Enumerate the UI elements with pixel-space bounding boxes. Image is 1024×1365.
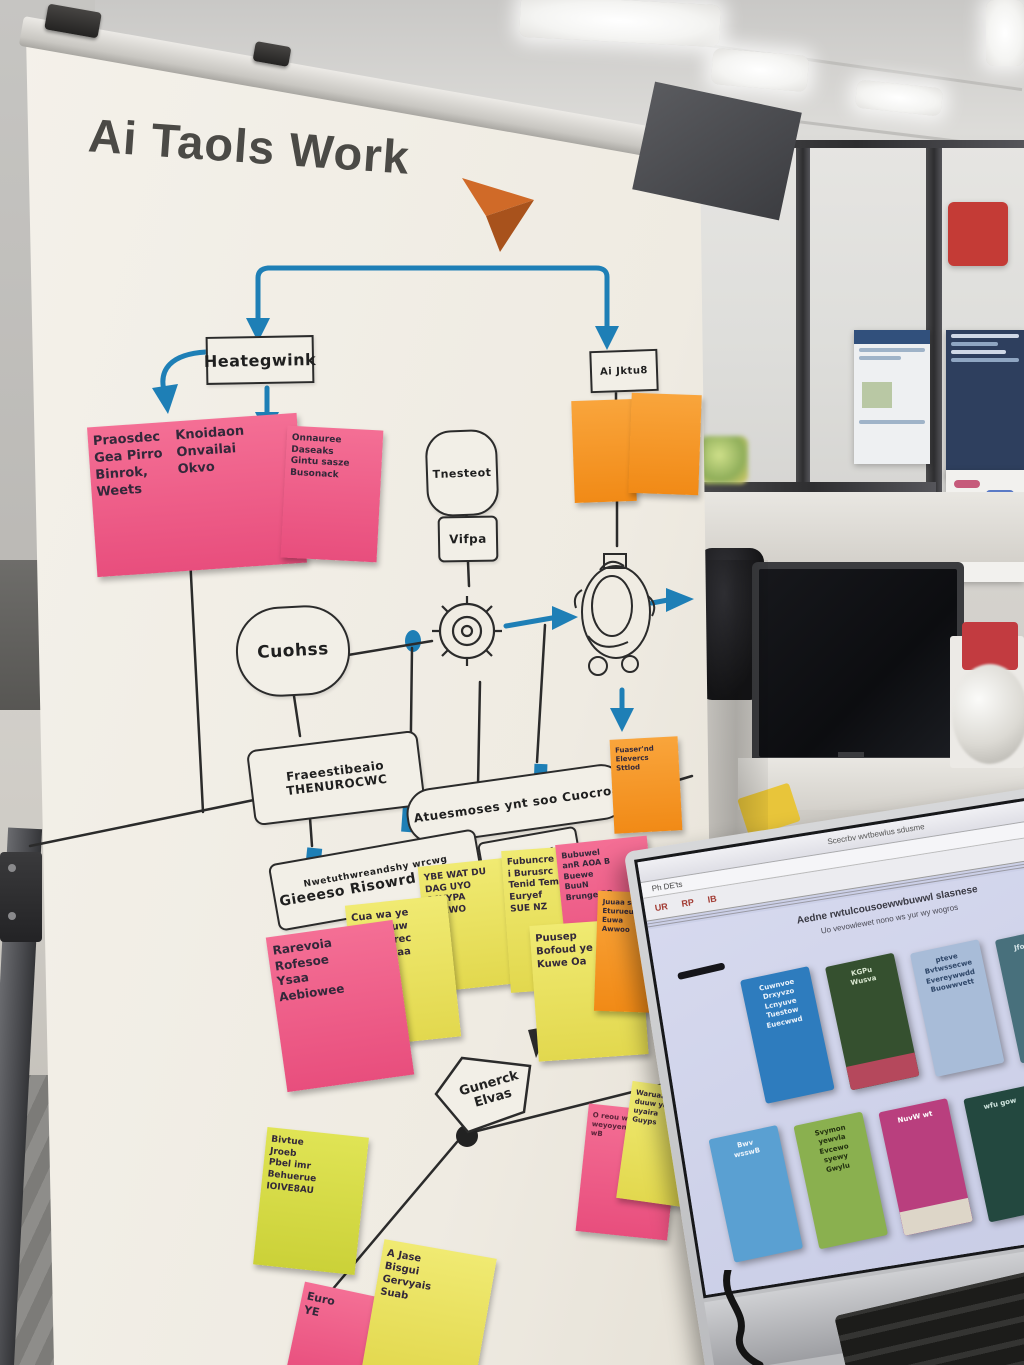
sticky-note-text: Praosdec Gea Pirro Binrok, Weets [92,429,164,500]
flow-node-cuohss: Cuohss [233,603,353,699]
browser-toolbar-icon: RP [680,897,695,909]
robot-gear-icon [573,553,656,676]
sticky-note-text: Knoidaon Onvailai Okvo [174,423,245,478]
flow-node-theakzut: Tnesteot [424,428,500,518]
sticky-note-orange-blank [628,392,702,496]
browser-toolbar-icon: IB [706,893,718,905]
glass-wall-frame [796,148,810,504]
flow-node-aijhtu: Ai Jktu8 [589,348,659,394]
background-monitor [752,562,964,764]
wall-poster-report [854,330,930,464]
glass-wall-frame [690,140,1024,148]
book-cover-thumbnail: Bwv wsswB [708,1125,804,1263]
flow-node-vifpa: Vifpa [437,515,499,563]
sticky-note-pink-large: Praosdec Gea Pirro Binrok, Weets Knoidao… [87,412,307,578]
wall-poster-dark [946,330,1024,478]
paper-plane-icon [462,178,534,252]
sticky-note-orange-blank [571,398,637,504]
blue-connectors [160,265,671,711]
sticky-note-pink: Rarevoia Rofesoe Ysaa Aebiowee [265,919,415,1093]
webpage-content: Aedne rwtulcousoewwbuwwl slasnese Uo vev… [648,854,1024,1299]
sticky-note-pink-small: Onnauree Daseaks Gintu sasze Busonack [280,425,384,563]
book-cover-thumbnail: Cuwnvoe Drxyvzo Lcnyuve Tuestow Euecwwd [739,966,835,1104]
ribbon-banner-shape [434,1056,532,1134]
cable [723,1270,764,1365]
book-cover-thumbnail: wfu gow [963,1084,1024,1223]
book-cover-thumbnail: KGPu Wusva [824,952,920,1091]
flow-node-heategwink: Heategwink [204,335,316,385]
red-wall-sign [948,202,1008,266]
book-cover-thumbnail: NuvW wt [878,1098,974,1236]
fluffy-plant [952,664,1024,764]
screen-black-mark [677,962,726,981]
glass-wall-frame [926,144,942,574]
easel-hinge [0,852,42,942]
blue-arrowheads [152,318,694,873]
book-cover-thumbnail: Svymon yewvla Evcewo syewy Gwylu [793,1111,889,1250]
ceiling-light [986,0,1024,66]
sticky-note-lime: Bivtue Jroeb Pbel imr Behuerue IOIVE8AU [253,1127,369,1275]
sticky-note-orange-mid: Fuaser'nd Elevercs Sttlod [609,736,683,834]
gear-icon [432,596,502,666]
red-logo-sign [962,622,1018,670]
book-cover-thumbnail: pteve Bvtwssecwe Evereywwdd Buowwvett [909,939,1005,1078]
sticky-note-yellow: A Jase Bisgui Gervyais Suab [361,1239,497,1365]
monitor-screen: Scecrbv wvtbewlus sdusme Ph DE'ts UR RP … [634,783,1024,1299]
wall-map-blur [700,436,748,484]
browser-toolbar-icon: UR [654,901,669,914]
